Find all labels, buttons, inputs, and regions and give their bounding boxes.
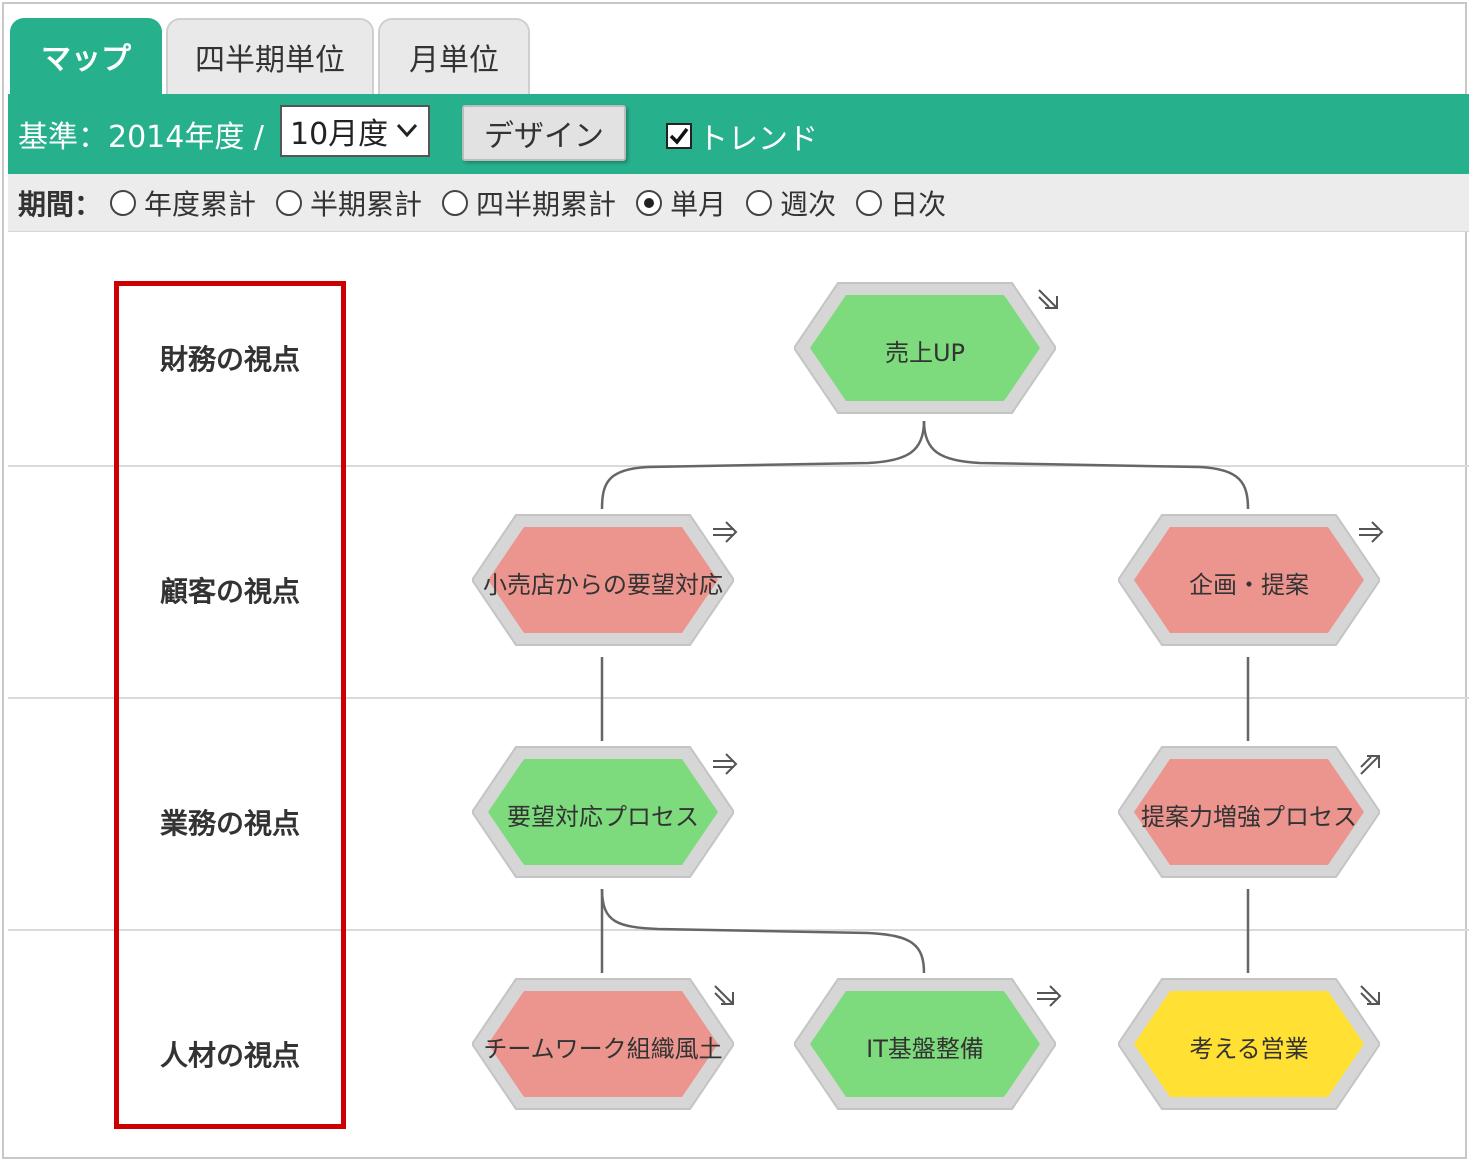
trend-label: トレンド [698, 122, 818, 157]
perspective-people: 人材の視点 [159, 1039, 300, 1072]
radio-icon[interactable] [276, 189, 303, 216]
trend-right-icon [1359, 521, 1384, 543]
trend-toggle[interactable]: トレンド [666, 114, 818, 158]
trend-right-icon [713, 753, 738, 775]
trend-down-right-icon [1360, 985, 1380, 1005]
radio-selected-icon[interactable] [636, 189, 663, 216]
objective-node[interactable]: チームワーク組織風土 [472, 977, 734, 1111]
trend-checkbox[interactable] [666, 123, 692, 149]
period-option-label: 日次 [890, 187, 947, 221]
perspective-customer: 顧客の視点 [159, 575, 300, 608]
radio-icon[interactable] [442, 189, 469, 216]
objective-label: 売上UP [884, 339, 966, 367]
trend-right-icon [713, 521, 738, 543]
radio-icon[interactable] [856, 189, 883, 216]
period-option-year[interactable]: 年度累計 [110, 183, 256, 223]
objective-node[interactable]: 要望対応プロセス [472, 745, 734, 879]
period-option-label: 単月 [670, 187, 727, 221]
objective-label: 提案力増強プロセス [1141, 803, 1357, 831]
objective-node[interactable]: 売上UP [794, 281, 1056, 415]
period-option-label: 半期累計 [310, 187, 423, 221]
objective-label: IT基盤整備 [866, 1035, 984, 1063]
checkmark-icon [669, 127, 689, 145]
connector-lines [600, 420, 1250, 974]
objective-label: 考える営業 [1189, 1035, 1309, 1063]
hexagon-shape [472, 514, 734, 646]
trend-down-right-icon [714, 985, 734, 1005]
month-select-value: 10月度 [290, 117, 389, 152]
radio-icon[interactable] [110, 189, 137, 216]
perspective-highlight-box: 財務の視点 顧客の視点 業務の視点 人材の視点 [114, 281, 346, 1129]
perspective-financial: 財務の視点 [159, 343, 300, 376]
objective-node[interactable]: 小売店からの要望対応 [472, 513, 734, 647]
hexagon-shape [1118, 746, 1380, 878]
hexagon-shape [472, 746, 734, 878]
period-selector: 期間： 年度累計 半期累計 四半期累計 単月 週次 日次 [8, 174, 1469, 232]
period-option-week[interactable]: 週次 [746, 183, 836, 223]
tab-quarterly[interactable]: 四半期単位 [166, 18, 374, 94]
trend-right-icon [1037, 985, 1062, 1007]
hexagon-shape [1118, 978, 1380, 1110]
chevron-down-icon [396, 123, 418, 138]
period-option-label: 週次 [780, 187, 837, 221]
strategy-map: 財務の視点 顧客の視点 業務の視点 人材の視点 売上UP 小売店からの要望対応 [8, 233, 1469, 1161]
tab-monthly[interactable]: 月単位 [378, 18, 530, 94]
objective-node[interactable]: 提案力増強プロセス [1118, 745, 1380, 879]
objective-node[interactable]: 考える営業 [1118, 977, 1380, 1111]
tab-map[interactable]: マップ [10, 18, 162, 94]
period-option-month[interactable]: 単月 [636, 183, 726, 223]
period-option-half[interactable]: 半期累計 [276, 183, 422, 223]
hexagon-shape [794, 978, 1056, 1110]
base-year-label: 基準：2014年度 / [18, 120, 264, 155]
toolbar: 基準：2014年度 / 10月度 デザイン トレンド [8, 94, 1469, 174]
period-option-label: 年度累計 [144, 187, 257, 221]
hexagon-shape [472, 978, 734, 1110]
month-select[interactable]: 10月度 [280, 105, 430, 157]
perspective-process: 業務の視点 [159, 807, 300, 840]
radio-icon[interactable] [746, 189, 773, 216]
objective-label: 要望対応プロセス [507, 803, 699, 831]
objective-label: チームワーク組織風土 [483, 1035, 723, 1063]
trend-down-right-icon [1038, 289, 1058, 309]
objective-node[interactable]: 企画・提案 [1118, 513, 1380, 647]
row-divider [8, 697, 1469, 699]
objective-label: 企画・提案 [1189, 571, 1309, 599]
hexagon-shape [794, 282, 1056, 414]
period-option-quarter[interactable]: 四半期累計 [442, 183, 616, 223]
period-label: 期間： [18, 187, 103, 221]
period-option-label: 四半期累計 [476, 187, 617, 221]
objective-node[interactable]: IT基盤整備 [794, 977, 1056, 1111]
hexagon-shape [1118, 514, 1380, 646]
objective-label: 小売店からの要望対応 [483, 571, 723, 599]
trend-up-right-icon [1360, 755, 1380, 775]
design-button[interactable]: デザイン [462, 105, 626, 161]
period-option-day[interactable]: 日次 [856, 183, 946, 223]
